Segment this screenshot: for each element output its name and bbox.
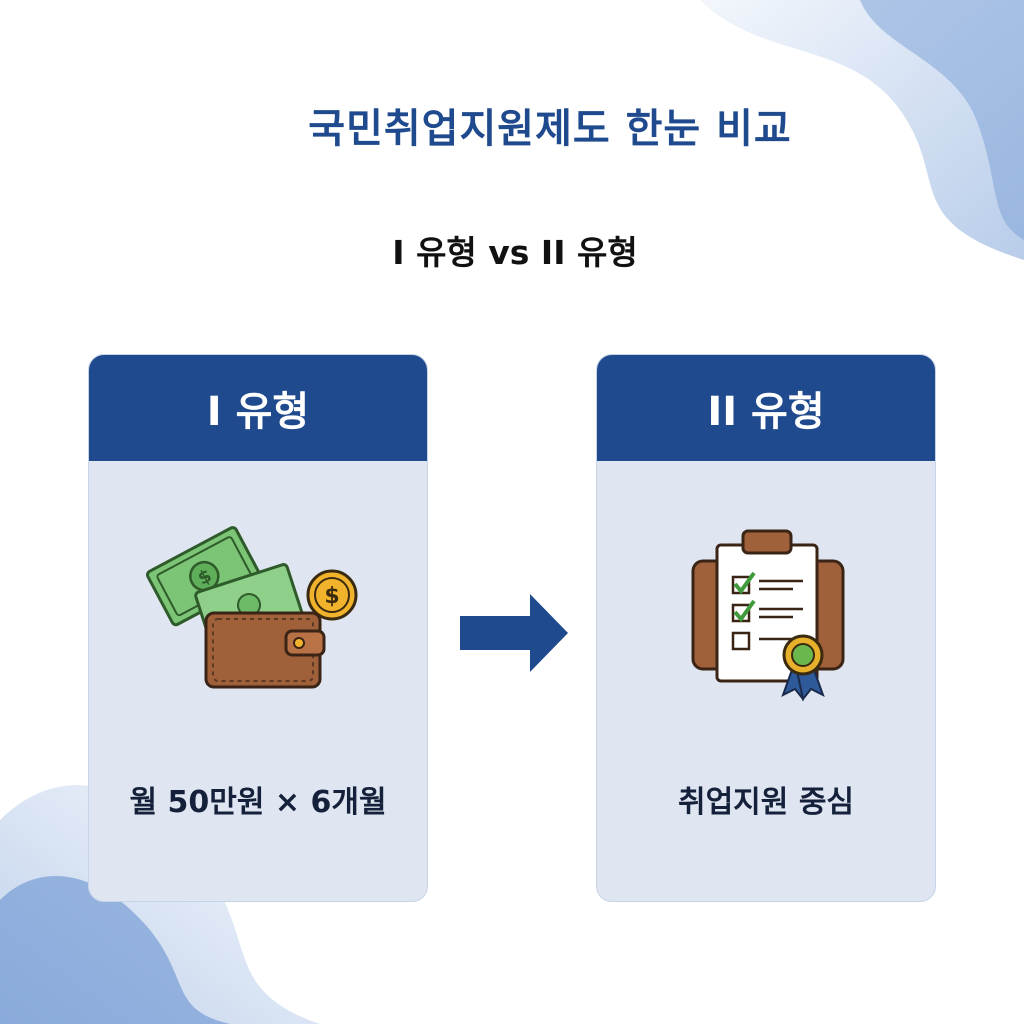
page-subtitle: I 유형 vs II 유형 — [392, 233, 638, 272]
card-type-1: I 유형 $ $ 월 50만원 × 6개월 — [88, 354, 428, 902]
card-type-1-caption: 월 50만원 × 6개월 — [129, 785, 387, 820]
card-type-2-header: II 유형 — [597, 355, 935, 461]
page-title: 국민취업지원제도 한눈 비교 — [308, 106, 792, 152]
card-type-2: II 유형 취업지원 중심 — [596, 354, 936, 902]
card-type-2-caption: 취업지원 중심 — [677, 785, 855, 820]
briefcase-checklist-icon — [691, 529, 845, 702]
svg-text:$: $ — [324, 584, 339, 609]
money-wallet-icon: $ $ — [145, 526, 358, 689]
arrow-right-icon — [460, 594, 568, 672]
card-type-1-header: I 유형 — [89, 355, 427, 461]
